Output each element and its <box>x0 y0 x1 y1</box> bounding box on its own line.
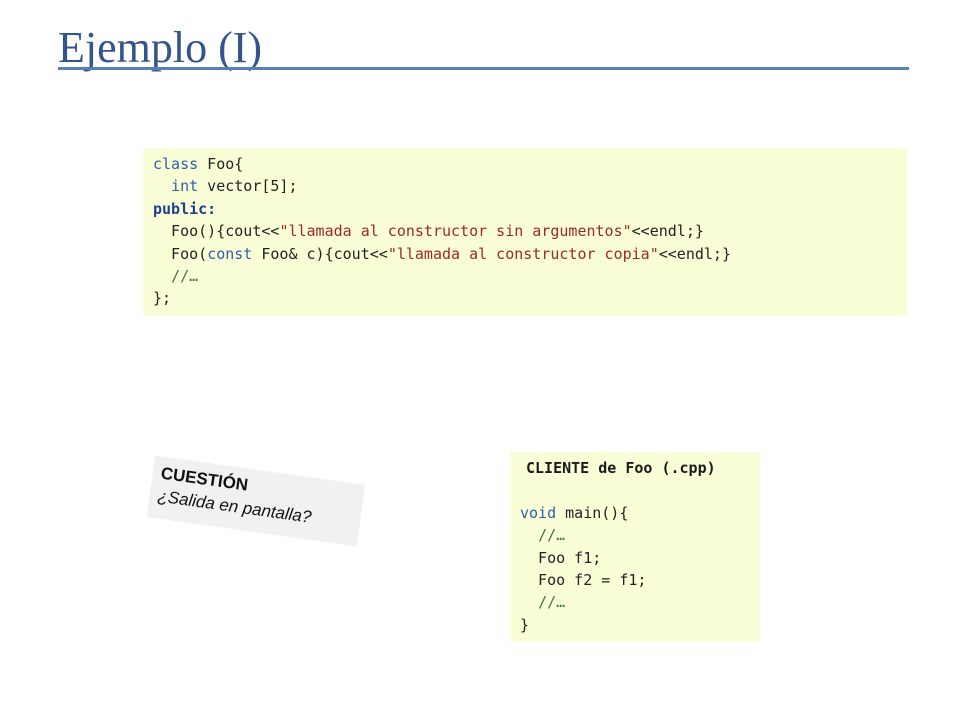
code-line-class-decl: class Foo{ <box>153 153 907 175</box>
code-line-f1: Foo f1; <box>520 547 760 569</box>
code-line-f2: Foo f2 = f1; <box>520 569 760 591</box>
code-line-member: int vector[5]; <box>153 175 907 197</box>
code-line-default-ctor: Foo(){cout<<"llamada al constructor sin … <box>153 220 907 242</box>
code-line-public: public: <box>153 198 907 220</box>
code-text: Foo f1; <box>520 548 602 567</box>
code-text: <<endl;} <box>658 244 731 263</box>
code-text: <<endl;} <box>631 222 704 241</box>
keyword-int: int <box>171 177 199 196</box>
client-code-heading: CLIENTE de Foo (.cpp) <box>526 459 716 477</box>
code-text: Foo(){cout<< <box>153 222 280 241</box>
string-literal: "llamada al constructor sin argumentos" <box>279 222 632 241</box>
code-line-close: }; <box>153 287 907 309</box>
string-literal: "llamada al constructor copia" <box>387 244 659 263</box>
code-indent <box>520 593 538 611</box>
code-comment: //… <box>171 266 199 285</box>
code-text: Foo& c){cout<< <box>252 244 388 263</box>
keyword-public: public: <box>153 199 217 218</box>
code-indent <box>153 177 171 195</box>
code-line-comment: //… <box>153 265 907 287</box>
code-text: Foo( <box>153 244 208 263</box>
code-comment: //… <box>538 526 566 545</box>
class-code-block: class Foo{ int vector[5]; public: Foo(){c… <box>143 148 907 316</box>
code-text: Foo{ <box>198 155 244 173</box>
keyword-void: void <box>520 503 557 522</box>
code-text: main(){ <box>556 503 629 522</box>
slide-title: Ejemplo (I) <box>58 23 263 72</box>
client-code-block: CLIENTE de Foo (.cpp) void main(){ //… Fo… <box>510 452 760 642</box>
code-line-comment: //… <box>520 524 760 546</box>
code-line-close: } <box>520 614 760 636</box>
code-line-copy-ctor: Foo(const Foo& c){cout<<"llamada al cons… <box>153 243 907 265</box>
title-underline <box>58 67 909 70</box>
code-line-blank <box>520 479 760 501</box>
code-text: } <box>520 615 530 634</box>
code-text: Foo f2 = f1; <box>520 570 647 589</box>
code-indent <box>520 526 538 544</box>
code-text: }; <box>153 289 172 308</box>
keyword-class: class <box>153 155 199 173</box>
keyword-const: const <box>207 244 253 263</box>
code-line-main: void main(){ <box>520 502 760 524</box>
code-indent <box>153 267 171 285</box>
question-callout: CUESTIÓN ¿Salida en pantalla? <box>146 455 366 547</box>
code-line-comment: //… <box>520 591 760 613</box>
code-text: vector[5]; <box>198 177 298 196</box>
code-comment: //… <box>538 593 566 612</box>
